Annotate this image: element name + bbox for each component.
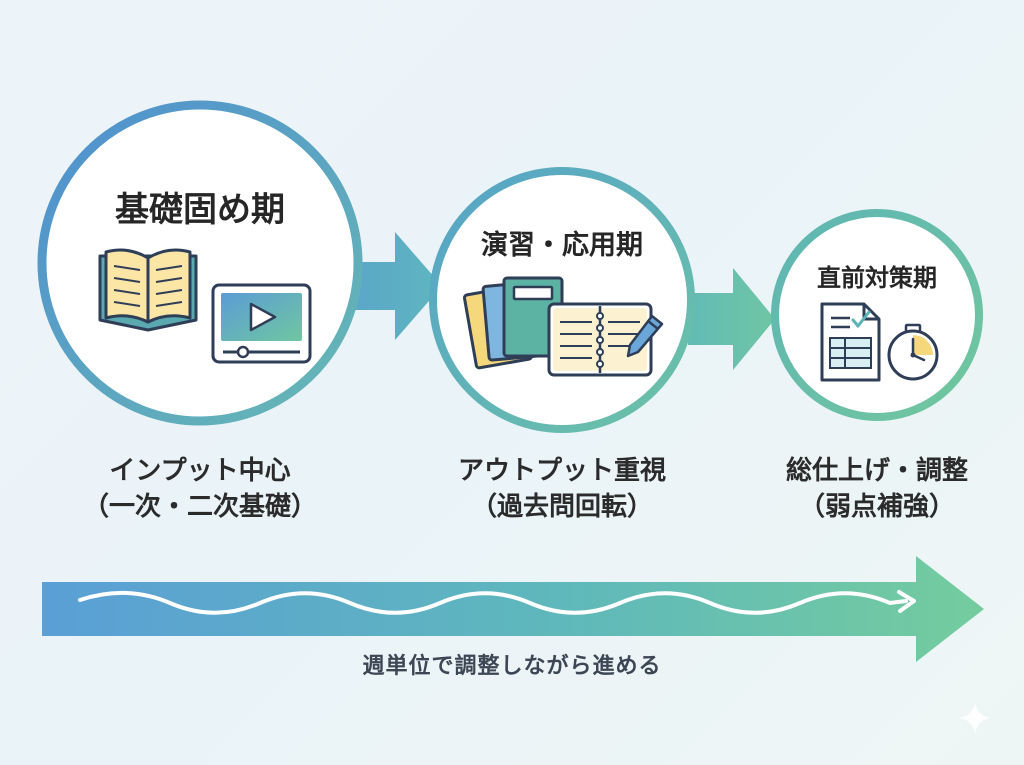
phase-2-title: 演習・応用期: [481, 230, 643, 261]
phase-3-caption: 総仕上げ・調整 （弱点補強）: [757, 453, 997, 525]
pen-icon: [626, 314, 664, 358]
phase-3-title: 直前対策期: [817, 264, 937, 292]
phase-1-caption-line1: インプット中心: [109, 456, 291, 486]
checklist-document-icon: [820, 302, 881, 382]
phase-2-caption-line1: アウトプット重視: [457, 456, 666, 486]
video-player-icon: [211, 283, 312, 364]
phase-3-caption-line2: （弱点補強）: [798, 492, 955, 522]
stopwatch-icon: [887, 323, 939, 381]
sparkle-icon: [959, 702, 991, 734]
phase-2-caption: アウトプット重視 （過去問回転）: [422, 453, 702, 525]
timeline-arrow: [42, 556, 984, 662]
phase-1-caption-line2: （一次・二次基礎）: [82, 492, 317, 522]
spiral-notebook-icon: [547, 302, 653, 377]
phase-1-caption: インプット中心 （一次・二次基礎）: [40, 453, 360, 525]
phase-1-title: 基礎固め期: [115, 190, 285, 230]
phase-3-caption-line1: 総仕上げ・調整: [785, 456, 968, 486]
open-book-icon: [98, 248, 198, 332]
timeline-label: 週単位で調整しながら進める: [362, 654, 662, 679]
timeline-wave: [78, 590, 908, 615]
phase-arrow-2: [688, 268, 775, 370]
timeline-wave-arrowhead: [897, 590, 916, 613]
phase-arrow-1: [350, 232, 442, 340]
phase-2-caption-line2: （過去問回転）: [470, 492, 653, 522]
phase-1-circle: [37, 100, 363, 426]
workbook-stack-icon: [462, 276, 564, 370]
